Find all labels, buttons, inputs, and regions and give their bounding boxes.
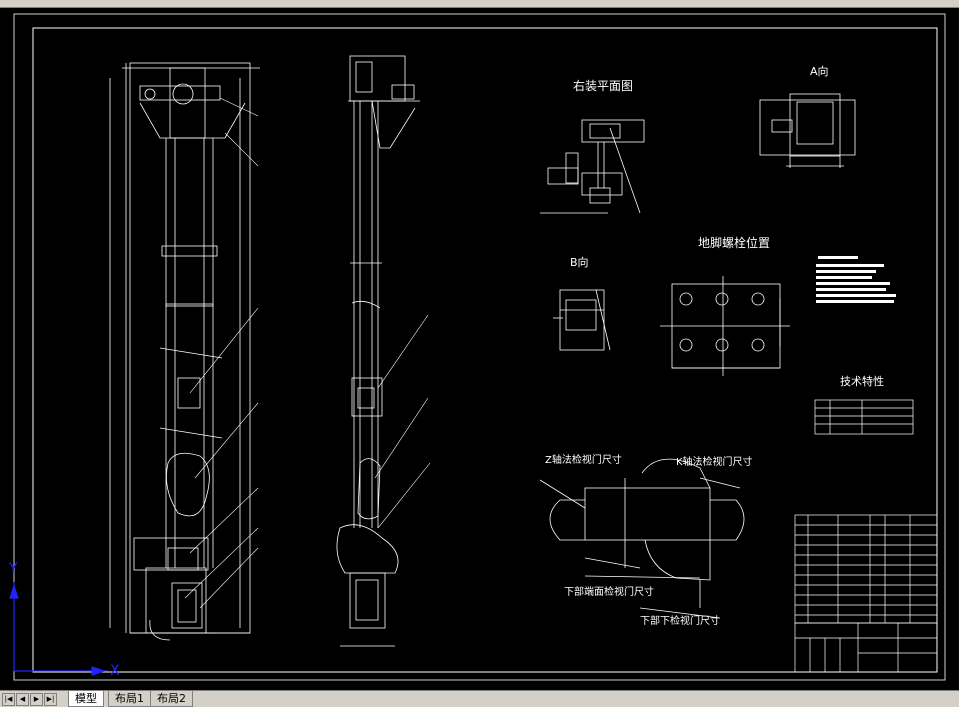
- parts-list-table: [794, 514, 938, 624]
- ucs-y-label: Y: [9, 561, 18, 577]
- tech-notes: [816, 256, 896, 303]
- ucs-icon: [9, 582, 108, 676]
- view-a: [759, 93, 856, 168]
- outer-frame: [13, 13, 946, 681]
- ucs-x-label: X: [110, 663, 120, 679]
- lower-end-label: 下部端面检视门尺寸: [564, 587, 654, 598]
- toolbar-strip: [0, 0, 959, 8]
- tab-layout2[interactable]: 布局2: [150, 691, 193, 707]
- view-a-title: A向: [810, 65, 829, 78]
- tab-layout1[interactable]: 布局1: [108, 691, 151, 707]
- prev-tab-icon[interactable]: ◀: [16, 693, 29, 706]
- drawing-canvas[interactable]: [0, 8, 959, 690]
- tech-req-title: 技术特性: [840, 375, 884, 388]
- view-b-title: B向: [570, 256, 589, 269]
- last-tab-icon[interactable]: ▶|: [44, 693, 57, 706]
- leader-lines-side: [374, 314, 431, 529]
- inner-frame: [32, 27, 938, 673]
- anchor-bolt-plan: [660, 276, 790, 376]
- z-inspect-label: Z轴法检视门尺寸: [545, 455, 622, 466]
- anchor-bolts-title: 地脚螺栓位置: [698, 236, 771, 250]
- first-tab-icon[interactable]: |◀: [2, 693, 15, 706]
- leader-lines-front: [184, 97, 259, 609]
- view-b: [553, 289, 611, 351]
- inspection-door-views: [539, 458, 745, 619]
- right-plan-view: [540, 119, 645, 214]
- tab-model[interactable]: 模型: [68, 691, 104, 707]
- title-block: [794, 622, 938, 673]
- right-plan-title: 右装平面图: [573, 79, 634, 93]
- k-inspect-label: K轴法检视门尺寸: [676, 457, 753, 468]
- elevator-front-view: [109, 62, 260, 641]
- layout-tab-bar: |◀ ◀ ▶ ▶| 模型 布局1 布局2: [0, 690, 959, 707]
- lower-bottom-label: 下部下检视门尺寸: [640, 616, 720, 627]
- elevator-side-view: [336, 55, 420, 647]
- tech-spec-table: [814, 399, 914, 435]
- next-tab-icon[interactable]: ▶: [30, 693, 43, 706]
